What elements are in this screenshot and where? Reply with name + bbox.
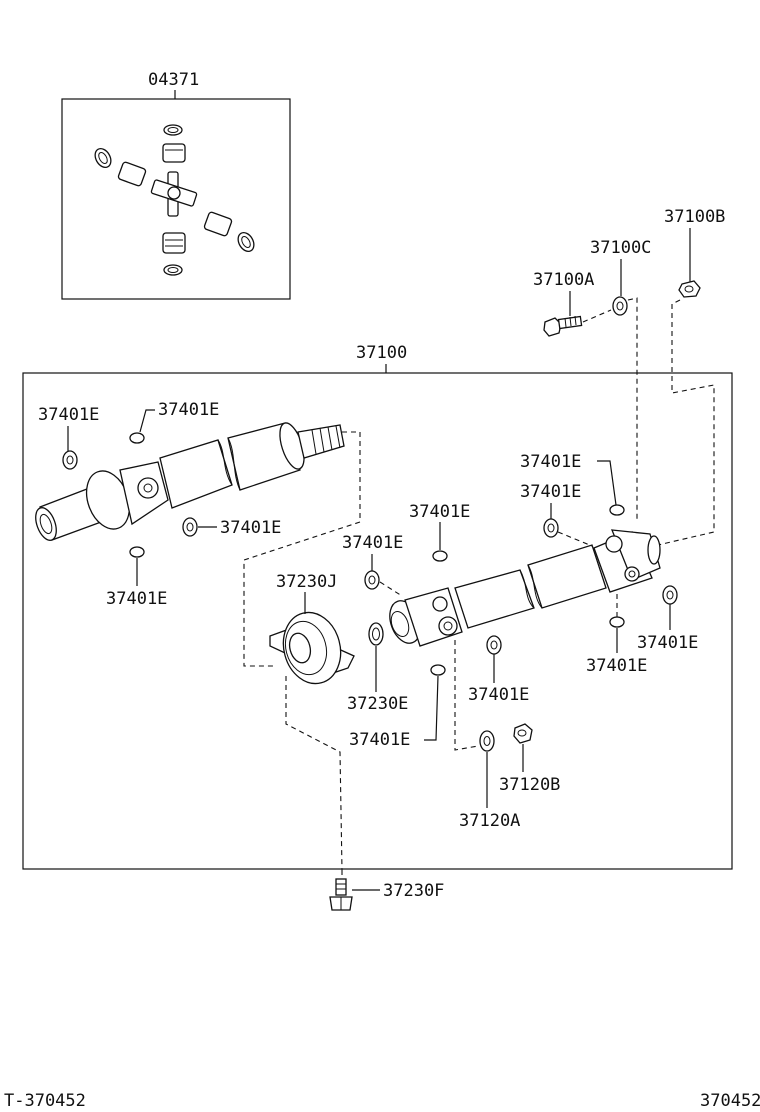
front-propeller-shaft-icon (35, 422, 345, 541)
label-37230J[interactable]: 37230J (276, 572, 337, 592)
label-37401E[interactable]: 37401E (220, 518, 281, 538)
label-37401E[interactable]: 37401E (520, 452, 581, 472)
center-support-bearing-icon (269, 611, 355, 685)
snap-ring-icon (94, 124, 255, 276)
label-37100B[interactable]: 37100B (664, 207, 725, 227)
label-37401E[interactable]: 37401E (520, 482, 581, 502)
spider-cross-icon (150, 171, 198, 217)
washer-icon (479, 730, 495, 752)
snap-ring-icon (62, 432, 198, 558)
label-37120A[interactable]: 37120A (459, 811, 520, 831)
label-37401E[interactable]: 37401E (637, 633, 698, 653)
footer-right-code: 370452 (700, 1091, 760, 1111)
label-37100[interactable]: 37100 (356, 343, 407, 363)
rear-propeller-shaft-icon (389, 529, 661, 647)
footer-left-code: T-370452 (4, 1091, 86, 1111)
universal-joint-kit-group: 04371 (61, 70, 291, 300)
label-37230F[interactable]: 37230F (383, 881, 444, 901)
label-37100A[interactable]: 37100A (533, 270, 594, 290)
nut-icon (513, 723, 533, 744)
assembly-box (22, 372, 733, 870)
label-37401E[interactable]: 37401E (409, 502, 470, 522)
label-37401E[interactable]: 37401E (106, 589, 167, 609)
label-37120B[interactable]: 37120B (499, 775, 560, 795)
label-37401E[interactable]: 37401E (38, 405, 99, 425)
flange-bolt-icon (329, 878, 353, 911)
bolt-icon (543, 315, 583, 337)
label-37401E[interactable]: 37401E (468, 685, 529, 705)
label-37401E[interactable]: 37401E (349, 730, 410, 750)
label-04371[interactable]: 04371 (148, 70, 199, 90)
kit-box (61, 98, 291, 300)
top-fasteners-group: 37100B 37100C 37100A (533, 207, 725, 546)
label-37401E[interactable]: 37401E (158, 400, 219, 420)
dust-seal-icon (368, 622, 384, 646)
label-37401E[interactable]: 37401E (342, 533, 403, 553)
label-37401E[interactable]: 37401E (586, 656, 647, 676)
snap-ring-icon (364, 504, 678, 676)
bearing-cap-icon (117, 143, 233, 254)
label-37100C[interactable]: 37100C (590, 238, 651, 258)
nut-icon (678, 280, 701, 298)
label-37230E[interactable]: 37230E (347, 694, 408, 714)
washer-icon (612, 296, 628, 316)
